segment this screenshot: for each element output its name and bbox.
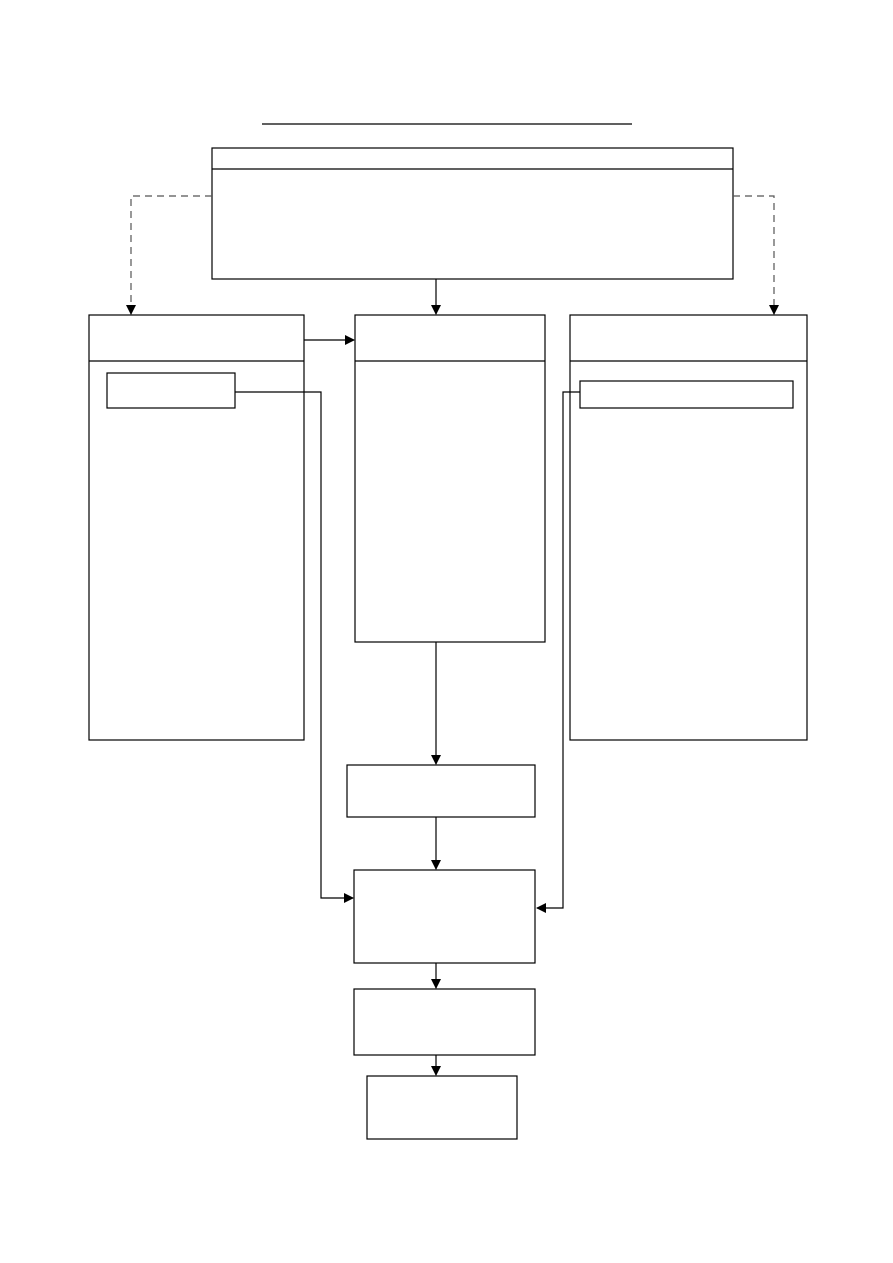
node-left bbox=[88, 314, 305, 741]
node-right-inner bbox=[579, 380, 794, 409]
node-step4 bbox=[366, 1075, 518, 1140]
node-step3 bbox=[353, 988, 536, 1056]
node-left-inner bbox=[106, 372, 236, 409]
edge-left-inner-step2 bbox=[235, 391, 354, 903]
edge-top-left-dashed bbox=[126, 195, 212, 315]
node-right bbox=[569, 314, 808, 741]
edge-right-inner-step2 bbox=[536, 391, 580, 913]
node-center bbox=[354, 314, 546, 643]
node-step2 bbox=[353, 869, 536, 964]
node-step1 bbox=[346, 764, 536, 818]
node-top bbox=[211, 147, 734, 280]
edge-top-right-dashed bbox=[733, 195, 779, 315]
